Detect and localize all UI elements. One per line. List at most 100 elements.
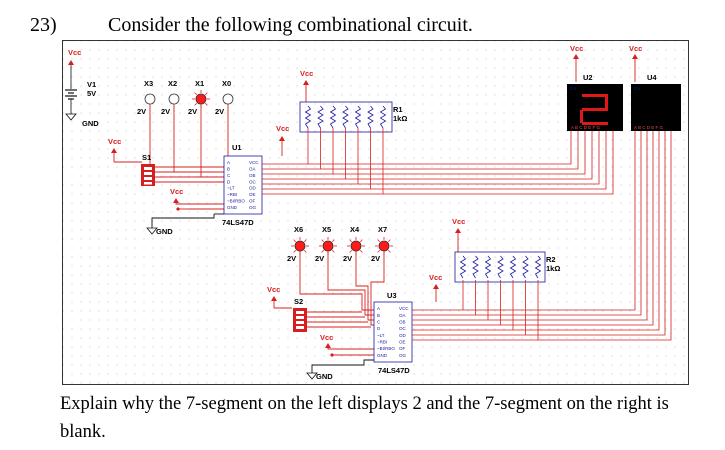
u4-ca: CA	[634, 86, 640, 91]
bottom-probe-x5: X5 2V	[315, 225, 337, 263]
lit-segment	[582, 94, 608, 97]
chip-pin-label: A	[377, 306, 380, 311]
r1-value: 1kΩ	[393, 114, 407, 123]
chip-pin-label: B	[377, 313, 380, 318]
vcc-label-u1-lt: Vcc	[170, 187, 183, 196]
u3-label: U3	[387, 291, 397, 300]
r2-value: 1kΩ	[546, 264, 560, 273]
chip-pin-label: D	[227, 179, 231, 184]
lit-segment	[605, 96, 608, 109]
probe-label: X3	[144, 79, 153, 88]
vcc-label-u1: Vcc	[276, 124, 289, 133]
chip-pin-label: GND	[227, 205, 238, 210]
circuit-schematic: Vcc V1 5V GND X3 2V X2 2V X1 2V X0 2V Vcc S1	[62, 40, 689, 385]
probe-lamp	[322, 240, 334, 252]
probe-lamp	[195, 93, 207, 105]
lit-segment	[582, 108, 608, 111]
u1-label: U1	[232, 143, 242, 152]
vcc-label-u3: Vcc	[429, 273, 442, 282]
bottom-probe-x6: X6 2V	[287, 225, 309, 263]
vcc-label-s1: Vcc	[108, 137, 121, 146]
probe-lamp	[168, 93, 180, 105]
chip-pin-label: A	[227, 160, 230, 165]
chip-pin-label: ~LT	[377, 333, 385, 338]
chip-pin-label: OF	[399, 346, 406, 351]
lit-segment	[582, 122, 608, 125]
vcc-label-u4: Vcc	[629, 44, 642, 53]
u2-pin-letters: A B C D E F G	[571, 125, 601, 130]
chip-pin-label: OE	[249, 192, 256, 197]
probe-voltage: 2V	[137, 107, 146, 116]
chip-pin-label: OA	[249, 166, 256, 171]
chip-pin-label: VCC	[249, 160, 259, 165]
vcc-label-s2: Vcc	[267, 285, 280, 294]
seven-segment-u4: Vcc U4 CA A B C D E F G	[629, 44, 681, 131]
v1-label: V1	[87, 80, 96, 89]
switch-s1: Vcc S1	[108, 137, 224, 186]
r1-label: R1	[393, 105, 403, 114]
probe-lamp	[378, 240, 390, 252]
chip-pin-label: B	[227, 166, 230, 171]
seven-segment-u2: Vcc U2 CA A B C D E F G	[567, 44, 623, 131]
vcc-label-battery: Vcc	[68, 48, 81, 57]
chip-pin-label: D	[377, 326, 381, 331]
top-probe-x0: X0 2V	[215, 79, 234, 116]
chip-pin-label: C	[227, 173, 231, 178]
chip-pin-label: C	[377, 320, 381, 325]
probe-group-top: X3 2V X2 2V X1 2V X0 2V	[137, 79, 234, 116]
r2-label: R2	[546, 255, 556, 264]
probe-lamp	[222, 93, 234, 105]
probe-label: X5	[322, 225, 331, 234]
probe-lamp	[350, 240, 362, 252]
probe-voltage: 2V	[188, 107, 197, 116]
chip-pin-label: OC	[249, 179, 257, 184]
chip-pin-label: OD	[249, 186, 257, 191]
s1-label: S1	[142, 153, 151, 162]
question-number: 23)	[30, 14, 57, 36]
vcc-label-u3-lt: Vcc	[320, 333, 333, 342]
probe-lamp	[144, 93, 156, 105]
vcc-label-r2: Vcc	[452, 217, 465, 226]
lit-segment	[580, 110, 583, 123]
top-probe-x1: X1 2V	[188, 79, 210, 116]
probe-voltage: 2V	[343, 254, 352, 263]
probe-label: X2	[168, 79, 177, 88]
u4-pin-letters: A B C D E F G	[634, 125, 664, 130]
probe-label: X0	[222, 79, 231, 88]
chip-pin-label: ~BI/RBO	[227, 199, 245, 204]
probe-label: X1	[195, 79, 204, 88]
probe-voltage: 2V	[161, 107, 170, 116]
chip-pin-label: OG	[249, 205, 257, 210]
top-probe-x3: X3 2V	[137, 79, 156, 116]
question-text: Consider the following combinational cir…	[108, 14, 473, 36]
chip-pin-label: ~RBI	[377, 340, 387, 345]
decoder-chip-u1: U1 74LS47D	[222, 143, 263, 227]
v1-value: 5V	[87, 89, 96, 98]
question-prompt: Explain why the 7-segment on the left di…	[60, 394, 669, 442]
probe-label: X6	[294, 225, 303, 234]
chip-pin-label: OC	[399, 326, 407, 331]
chip-pin-label: OD	[399, 333, 407, 338]
vcc-label-u2: Vcc	[570, 44, 583, 53]
chip-pin-label: OB	[399, 320, 406, 325]
probe-voltage: 2V	[287, 254, 296, 263]
chip-pin-label: ~RBI	[227, 192, 237, 197]
vcc-label-r1: Vcc	[300, 69, 313, 78]
probe-voltage: 2V	[215, 107, 224, 116]
chip-pin-label: OB	[249, 173, 256, 178]
gnd-label-s2: GND	[316, 372, 333, 381]
u2-ca: CA	[570, 86, 576, 91]
chip-pin-label: OF	[249, 199, 256, 204]
probe-voltage: 2V	[315, 254, 324, 263]
chip-pin-label: OA	[399, 313, 406, 318]
u3-part: 74LS47D	[378, 366, 410, 375]
chip-pin-label: OE	[399, 340, 406, 345]
s2-label: S2	[294, 297, 303, 306]
probe-lamp	[294, 240, 306, 252]
u2-label: U2	[583, 73, 593, 82]
battery-v1: Vcc V1 5V GND	[65, 48, 99, 128]
probe-voltage: 2V	[371, 254, 380, 263]
